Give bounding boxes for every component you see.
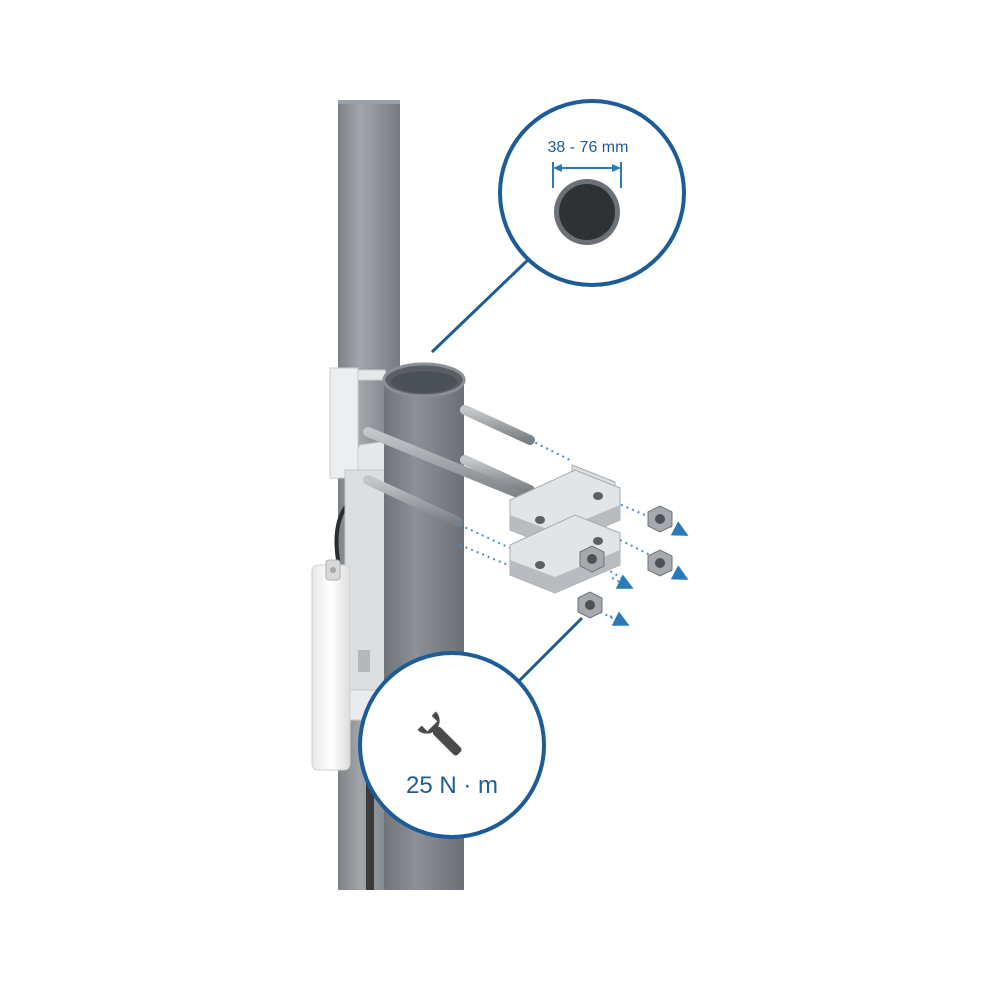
torque-callout: 25 N · m [358, 651, 546, 839]
wrench-icon [417, 711, 462, 756]
radio-device [311, 559, 351, 771]
flange-nut [647, 505, 673, 533]
pole-diameter-callout: 38 - 76 mm [498, 99, 686, 287]
flange-nuts [577, 505, 673, 619]
dimension-marker [552, 162, 622, 188]
pole-diameter-label: 38 - 76 mm [548, 139, 629, 156]
torque-label: 25 N · m [406, 772, 498, 799]
pole-cross-section-icon [554, 179, 620, 245]
pole-callout-leader [430, 254, 534, 354]
flange-nut [577, 591, 603, 619]
v-clamp-lower [509, 514, 621, 594]
flange-nut [579, 545, 605, 573]
threaded-rods [363, 405, 535, 527]
flange-nut [647, 549, 673, 577]
